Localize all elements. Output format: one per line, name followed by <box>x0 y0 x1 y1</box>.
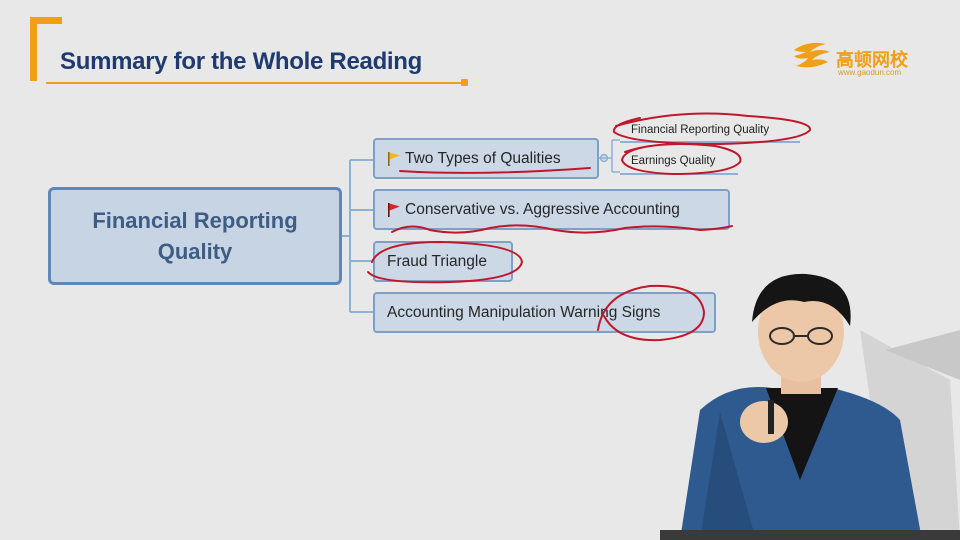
ink-ellipse-financial-reporting-quality <box>612 112 811 146</box>
yellow-flag-icon <box>388 151 400 166</box>
title-underline-dot <box>461 79 468 86</box>
red-flag-icon <box>388 202 400 217</box>
logo-url: www.gaodun.com <box>838 68 902 77</box>
logo-name: 高顿网校 <box>836 50 908 71</box>
leaf-earnings-quality: Earnings Quality <box>631 155 716 167</box>
presenter-figure <box>660 273 960 540</box>
branch-label: Fraud Triangle <box>387 252 487 270</box>
title-bracket-decoration <box>30 17 62 81</box>
leaf-underline <box>620 141 800 143</box>
mindmap-root-node: Financial Reporting Quality <box>48 187 342 285</box>
gaodun-logo-icon <box>794 42 830 68</box>
slide-title: Summary for the Whole Reading <box>60 48 423 75</box>
ink-ellipse-warning-signs <box>597 284 706 342</box>
leaf-financial-reporting-quality: Financial Reporting Quality <box>631 124 770 136</box>
ink-underline-two-types <box>399 167 591 174</box>
title-underline <box>46 82 464 84</box>
ink-ellipse-fraud-triangle <box>367 240 524 284</box>
branch-warning-signs: Accounting Manipulation Warning Signs <box>373 292 716 333</box>
branch-label: Conservative vs. Aggressive Accounting <box>405 200 680 218</box>
ink-wavy-underline <box>391 224 733 234</box>
branch-label: Accounting Manipulation Warning Signs <box>387 303 661 321</box>
ink-ellipse-earnings-quality <box>620 143 742 176</box>
branch-label: Two Types of Qualities <box>405 149 561 167</box>
